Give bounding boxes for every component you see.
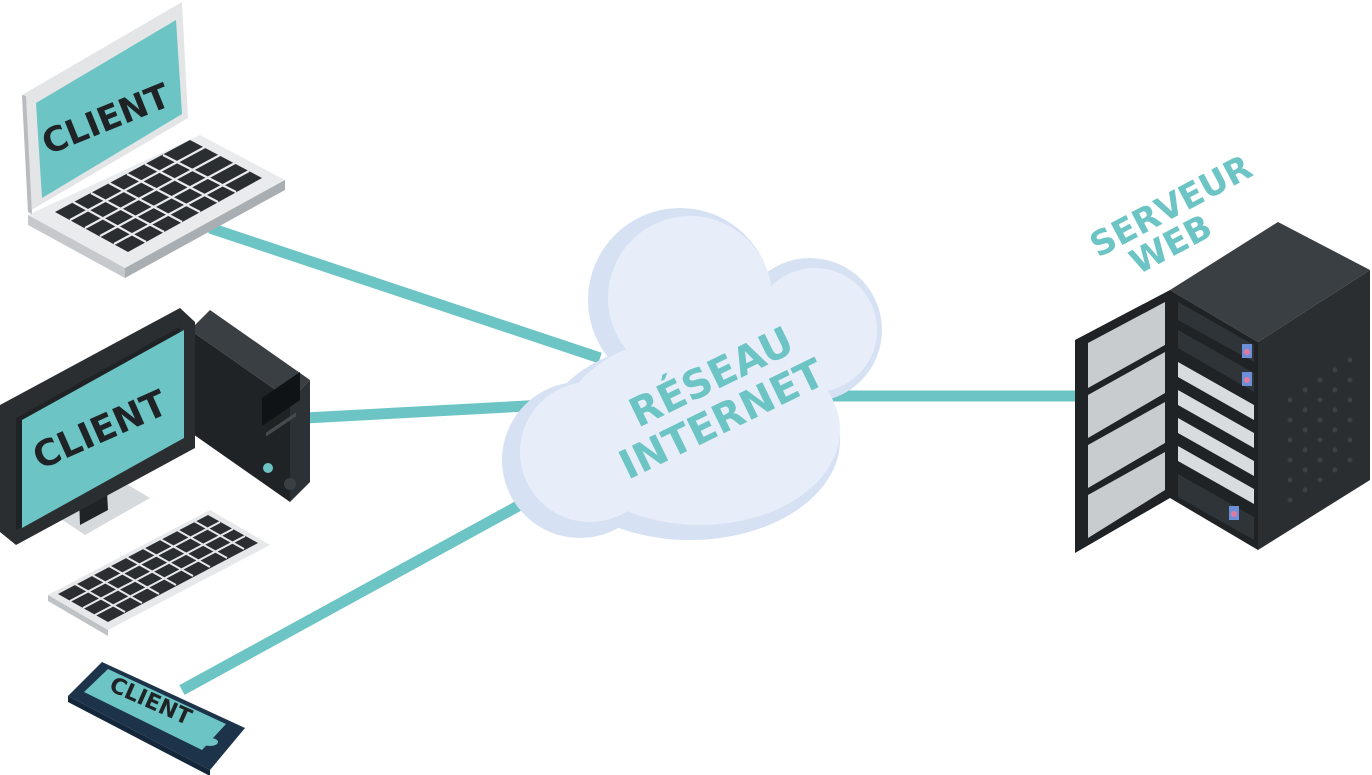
cloud-icon: RÉSEAU INTERNET bbox=[502, 208, 882, 540]
smartphone-icon: CLIENT bbox=[68, 662, 245, 775]
server-units bbox=[1178, 302, 1254, 540]
server-rack-icon: SERVEUR WEB bbox=[1075, 147, 1370, 553]
link-laptop-cloud bbox=[208, 222, 602, 364]
laptop-icon: CLIENT bbox=[22, 2, 285, 278]
desktop-computer-icon: CLIENT bbox=[0, 308, 310, 636]
link-phone-cloud bbox=[179, 500, 523, 695]
connection-links bbox=[179, 222, 1080, 695]
link-desktop-cloud bbox=[304, 399, 546, 424]
